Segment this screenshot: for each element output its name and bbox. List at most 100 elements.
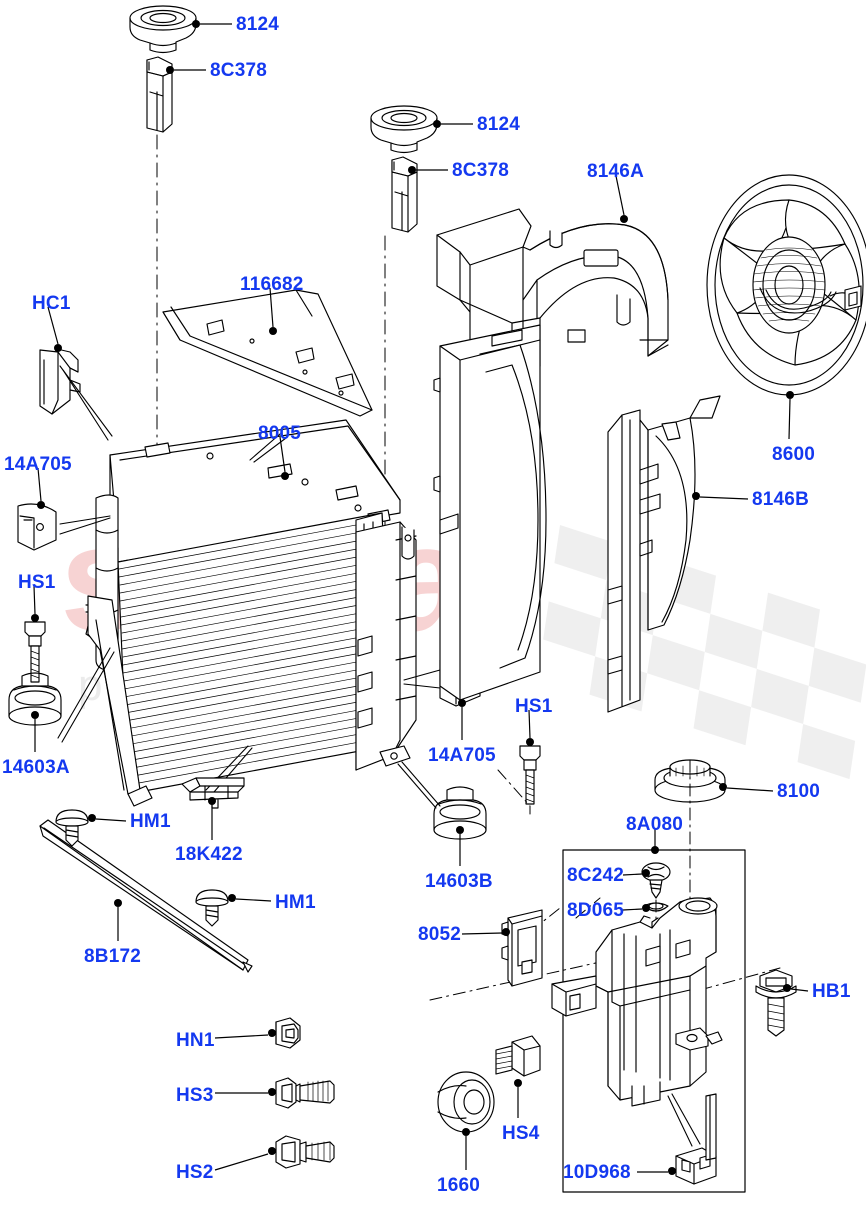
part-number-label-8052[interactable]: 8052 xyxy=(418,924,462,945)
part-number-label-1660[interactable]: 1660 xyxy=(437,1175,481,1196)
part-number-label-8b172[interactable]: 8B172 xyxy=(84,946,141,967)
part-number-label-8c378[interactable]: 8C378 xyxy=(210,60,267,81)
callout-anchor-dot xyxy=(642,904,650,912)
callout-leader-line xyxy=(790,988,809,992)
part-number-label-hb1[interactable]: HB1 xyxy=(812,981,851,1002)
part-number-label-14603a[interactable]: 14603A xyxy=(2,757,70,778)
part-tank-retaining-screw xyxy=(641,862,671,899)
part-number-label-8c242[interactable]: 8C242 xyxy=(567,865,624,886)
part-number-label-hm1[interactable]: HM1 xyxy=(130,811,171,832)
part-number-label-8146b[interactable]: 8146B xyxy=(752,489,809,510)
part-radiator-mounting-bracket-left xyxy=(17,503,57,551)
callout-anchor-dot xyxy=(268,1029,276,1037)
callout-anchor-dot xyxy=(269,327,277,335)
part-locating-pin-upper-right xyxy=(391,156,418,233)
part-number-label-8a080[interactable]: 8A080 xyxy=(626,814,683,835)
callout-leader-line xyxy=(622,908,643,911)
callout-anchor-dot xyxy=(433,120,441,128)
callout-anchor-dot xyxy=(783,984,791,992)
callout-anchor-dot xyxy=(37,501,45,509)
part-number-label-14603b[interactable]: 14603B xyxy=(425,871,493,892)
callout-leader-line xyxy=(528,709,531,739)
part-number-label-8146a[interactable]: 8146A xyxy=(587,161,644,182)
part-number-label-8c378[interactable]: 8C378 xyxy=(452,160,509,181)
callout-anchor-dot xyxy=(456,826,464,834)
callout-anchor-dot xyxy=(228,894,236,902)
part-rubber-bush xyxy=(437,1071,495,1133)
part-number-label-8600[interactable]: 8600 xyxy=(772,444,816,465)
callout-leader-line xyxy=(214,1034,269,1039)
part-radiator-core xyxy=(85,419,417,807)
part-hex-head-bolt xyxy=(755,969,797,1037)
callout-leader-line xyxy=(699,496,749,500)
part-number-label-116682[interactable]: 116682 xyxy=(240,274,304,295)
callout-leader-line xyxy=(788,398,791,440)
callout-anchor-dot xyxy=(620,215,628,223)
callout-anchor-dot xyxy=(651,846,659,854)
callout-anchor-dot xyxy=(719,783,727,791)
part-push-rivet-lower xyxy=(195,889,229,927)
part-shoulder-screw xyxy=(495,1035,541,1077)
callout-anchor-dot xyxy=(114,899,122,907)
callout-leader-line xyxy=(95,818,127,822)
part-number-label-8d065[interactable]: 8D065 xyxy=(567,900,624,921)
part-flanged-bolt-right xyxy=(519,745,541,805)
callout-anchor-dot xyxy=(31,711,39,719)
callout-leader-line xyxy=(235,898,272,902)
callout-anchor-dot xyxy=(281,472,289,480)
callout-anchor-dot xyxy=(268,1147,276,1155)
part-number-label-14a705[interactable]: 14A705 xyxy=(428,745,496,766)
callout-anchor-dot xyxy=(268,1088,276,1096)
part-mounting-bracket-clip xyxy=(181,777,245,809)
part-air-deflector-panel xyxy=(162,289,373,417)
callout-leader-line xyxy=(279,436,286,473)
part-shoulder-bolt xyxy=(275,1077,335,1109)
callout-leader-line xyxy=(726,787,774,792)
callout-anchor-dot xyxy=(54,344,62,352)
callout-anchor-dot xyxy=(192,20,200,28)
callout-anchor-dot xyxy=(88,814,96,822)
part-number-label-10d968[interactable]: 10D968 xyxy=(563,1162,631,1183)
part-expansion-tank-assembly xyxy=(551,897,723,1107)
part-number-label-hs1[interactable]: HS1 xyxy=(18,572,56,593)
part-number-label-8005[interactable]: 8005 xyxy=(258,423,302,444)
callout-leader-line xyxy=(269,287,274,328)
part-number-label-8124[interactable]: 8124 xyxy=(236,14,280,35)
callout-leader-line xyxy=(622,873,643,876)
callout-anchor-dot xyxy=(31,614,39,622)
part-number-label-hc1[interactable]: HC1 xyxy=(32,293,71,314)
part-number-label-18k422[interactable]: 18K422 xyxy=(175,844,243,865)
callout-anchor-dot xyxy=(462,1128,470,1136)
part-fan-shroud-upper xyxy=(436,208,669,373)
part-number-label-14a705[interactable]: 14A705 xyxy=(4,454,72,475)
part-number-label-hs4[interactable]: HS4 xyxy=(502,1123,540,1144)
part-number-label-hs2[interactable]: HS2 xyxy=(176,1162,214,1183)
part-number-label-hs1[interactable]: HS1 xyxy=(515,696,553,717)
callout-anchor-dot xyxy=(166,66,174,74)
callout-anchor-dot xyxy=(502,928,510,936)
part-number-label-hn1[interactable]: HN1 xyxy=(176,1030,215,1051)
part-flanged-nut xyxy=(275,1017,301,1049)
part-number-label-hs3[interactable]: HS3 xyxy=(176,1085,214,1106)
part-air-seal-strip xyxy=(39,819,253,973)
part-hex-flange-bolt xyxy=(275,1135,335,1169)
callout-leader-line xyxy=(47,306,59,345)
part-rubber-isolator-lower-right xyxy=(433,786,487,840)
callout-anchor-dot xyxy=(668,1167,676,1175)
part-mounting-grommet-upper-right xyxy=(370,105,438,154)
callout-anchor-dot xyxy=(786,391,794,399)
part-push-rivet-upper xyxy=(55,809,89,847)
callout-anchor-dot xyxy=(514,1079,522,1087)
callout-anchor-dot xyxy=(692,492,700,500)
callout-anchor-dot xyxy=(208,797,216,805)
part-number-label-8124[interactable]: 8124 xyxy=(477,114,521,135)
callout-anchor-dot xyxy=(458,699,466,707)
callout-leader-line xyxy=(615,175,625,216)
callout-leader-line xyxy=(33,585,36,615)
part-number-label-8100[interactable]: 8100 xyxy=(777,781,821,802)
part-locating-pin-upper-left xyxy=(146,56,173,133)
part-number-label-hm1[interactable]: HM1 xyxy=(275,892,316,913)
